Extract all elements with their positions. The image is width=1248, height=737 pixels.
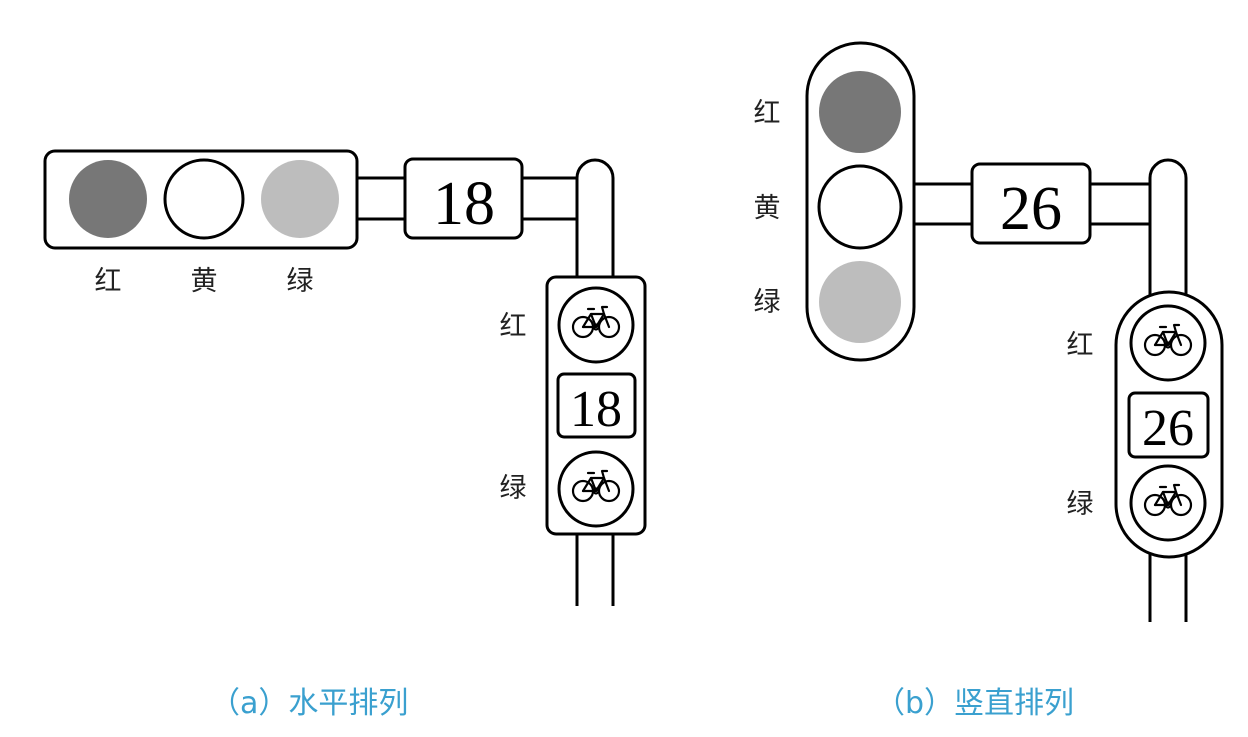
green-light — [261, 160, 339, 238]
bicycle-countdown-box — [556, 372, 637, 439]
caption-b: （b）竖直排列 — [875, 686, 1075, 721]
green-label: 绿 — [754, 287, 781, 318]
red-label: 红 — [754, 98, 781, 129]
red-light — [819, 71, 901, 153]
countdown-box — [403, 157, 524, 240]
countdown-value: 18 — [433, 170, 495, 238]
red-light — [69, 160, 147, 238]
bicycle-countdown-value: 18 — [570, 381, 622, 438]
yellow-light — [163, 158, 245, 240]
caption-a: （a）水平排列 — [210, 686, 409, 721]
green-label: 绿 — [287, 266, 314, 297]
yellow-label: 黄 — [191, 266, 218, 297]
arm-connector — [356, 176, 578, 221]
bicycle-red-label: 红 — [500, 311, 527, 342]
yellow-light — [817, 164, 903, 250]
green-light — [819, 261, 901, 343]
bicycle-green-label: 绿 — [500, 473, 527, 504]
panel-b: 红 黄 绿 26 26 红 绿 — [754, 41, 1224, 622]
yellow-label: 黄 — [754, 193, 781, 224]
bicycle-countdown-value: 26 — [1142, 400, 1194, 457]
countdown-value: 26 — [1000, 175, 1062, 243]
bicycle-red-label: 红 — [1067, 330, 1094, 361]
arm-connector — [912, 182, 1151, 226]
red-label: 红 — [95, 266, 122, 297]
bicycle-countdown-box — [1127, 391, 1210, 459]
panel-a: 红 黄 绿 18 18 红 绿 — [43, 149, 647, 606]
countdown-box — [970, 162, 1092, 245]
bicycle-green-label: 绿 — [1067, 489, 1094, 520]
